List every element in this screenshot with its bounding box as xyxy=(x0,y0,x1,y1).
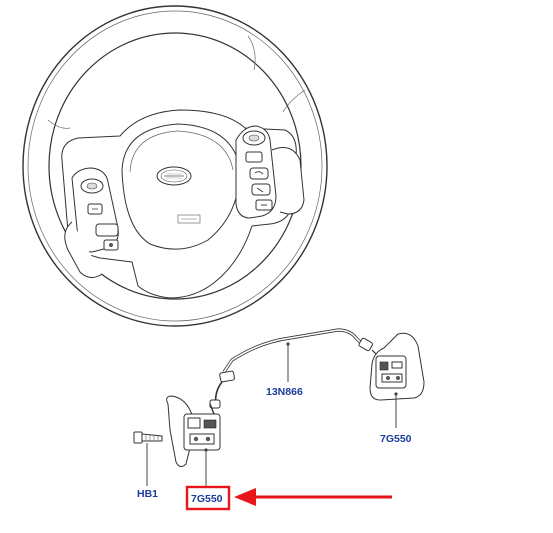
airbag-cover xyxy=(121,123,241,250)
right-paddle-switch xyxy=(369,332,425,428)
wiring-harness xyxy=(209,328,379,409)
steering-wheel xyxy=(22,5,328,327)
bolt-label: HB1 xyxy=(137,488,158,500)
land-rover-logo-icon xyxy=(156,166,192,186)
bolt-icon xyxy=(133,431,163,486)
left-switch-label: 7G550 xyxy=(191,493,223,505)
right-switch-pack xyxy=(235,125,277,219)
harness-label: 13N866 xyxy=(266,386,303,398)
left-switch-pack xyxy=(71,167,119,253)
highlight-box xyxy=(185,485,231,511)
red-arrow-icon xyxy=(234,488,392,506)
paddle-left-on-wheel xyxy=(64,221,103,278)
paddle-right-on-wheel xyxy=(271,147,305,215)
left-paddle-switch xyxy=(166,395,221,488)
right-switch-label: 7G550 xyxy=(380,433,412,445)
